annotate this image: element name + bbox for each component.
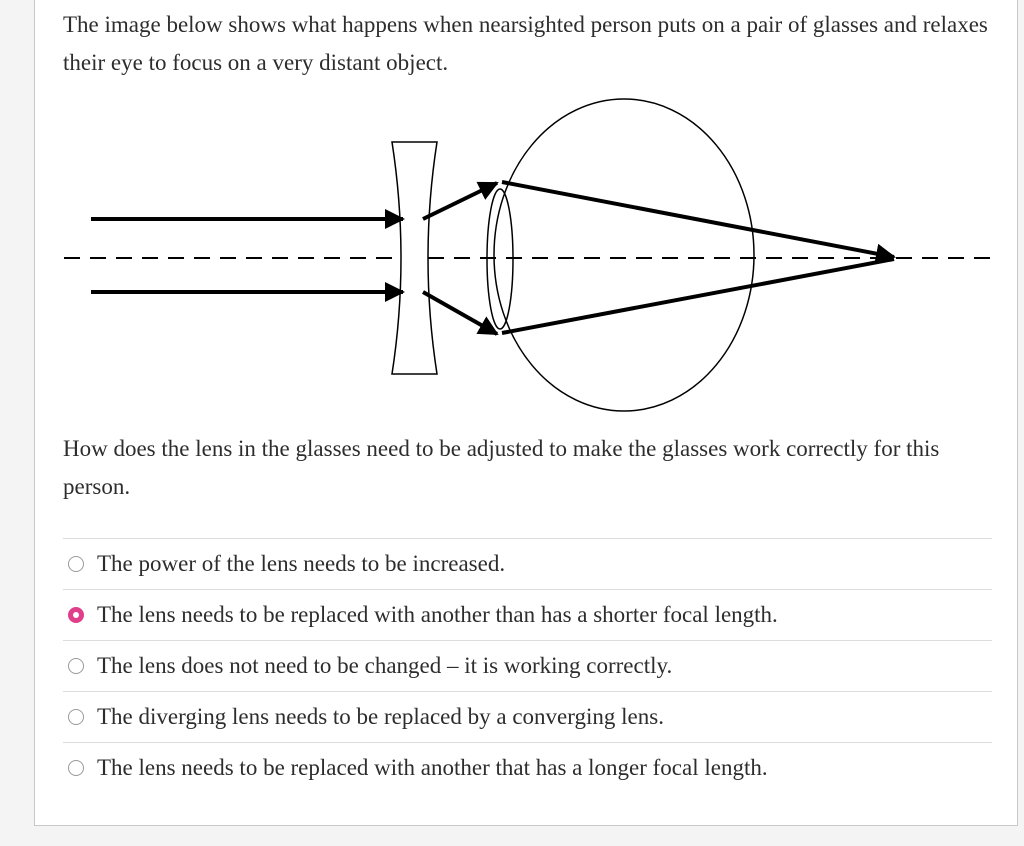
eyeball bbox=[493, 98, 755, 412]
radio-button-selected[interactable] bbox=[68, 607, 84, 623]
radio-button[interactable] bbox=[68, 760, 84, 776]
answer-option-label: The diverging lens needs to be replaced … bbox=[97, 704, 664, 729]
answer-options: The power of the lens needs to be increa… bbox=[63, 538, 992, 793]
radio-button[interactable] bbox=[68, 709, 84, 725]
answer-option-label: The lens does not need to be changed – i… bbox=[97, 653, 673, 678]
answer-option[interactable]: The diverging lens needs to be replaced … bbox=[63, 691, 992, 742]
answer-option-label: The lens needs to be replaced with anoth… bbox=[97, 602, 778, 627]
radio-button[interactable] bbox=[68, 556, 84, 572]
question-card: The image below shows what happens when … bbox=[34, 0, 1018, 826]
diverged-ray-top bbox=[422, 181, 499, 221]
answer-option[interactable]: The lens does not need to be changed – i… bbox=[63, 640, 992, 691]
eye-glasses-diagram bbox=[64, 98, 990, 412]
answer-option[interactable]: The lens needs to be replaced with anoth… bbox=[63, 742, 992, 793]
refracted-ray-top bbox=[501, 180, 896, 264]
answer-option[interactable]: The lens needs to be replaced with anoth… bbox=[63, 589, 992, 640]
refracted-ray-bottom bbox=[501, 257, 895, 335]
eye-lens bbox=[486, 188, 514, 330]
diverged-ray-bottom bbox=[422, 290, 499, 336]
answer-option-label: The power of the lens needs to be increa… bbox=[97, 551, 506, 576]
answer-option-label: The lens needs to be replaced with anoth… bbox=[97, 755, 768, 780]
answer-option[interactable]: The power of the lens needs to be increa… bbox=[63, 538, 992, 589]
radio-button[interactable] bbox=[68, 658, 84, 674]
question-intro: The image below shows what happens when … bbox=[63, 12, 988, 75]
question-prompt: How does the lens in the glasses need to… bbox=[63, 436, 940, 499]
